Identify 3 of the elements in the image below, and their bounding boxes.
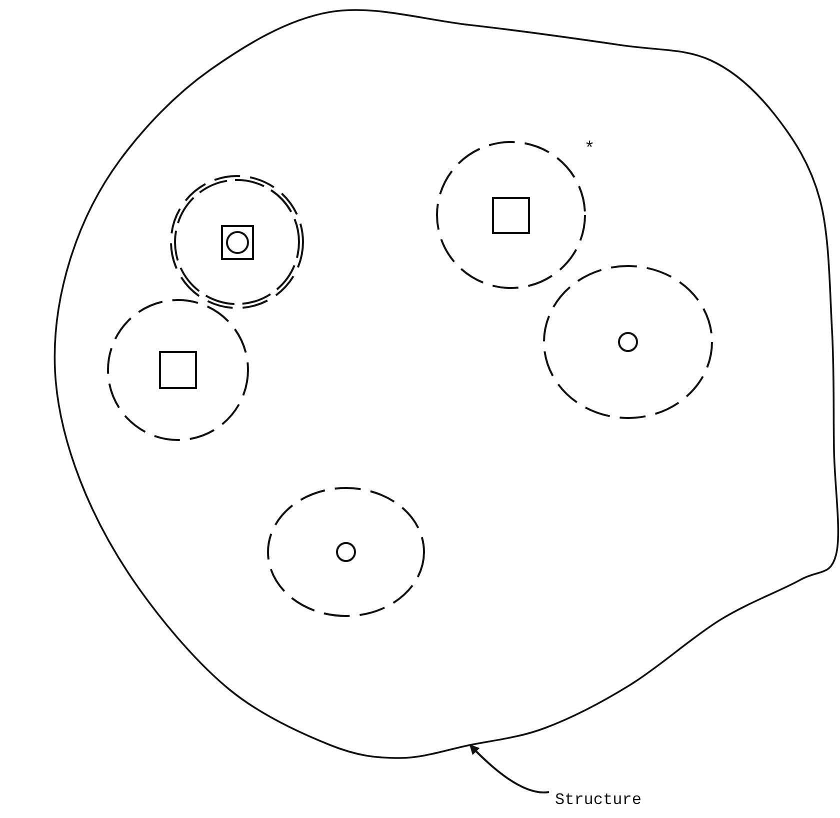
leader-line bbox=[469, 744, 550, 794]
structure-label: Structure bbox=[555, 788, 685, 810]
footnote-mark: * bbox=[586, 138, 594, 156]
